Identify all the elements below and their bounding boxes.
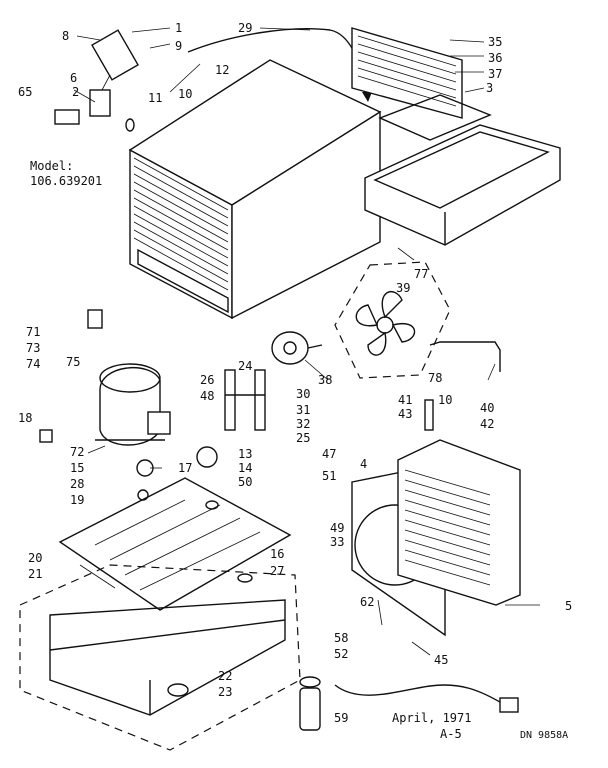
callout: 1: [175, 21, 183, 35]
callout: 40: [480, 401, 495, 415]
callout: 29: [238, 21, 253, 35]
model-number: 106.639201: [30, 174, 103, 188]
callout: 78: [428, 371, 443, 385]
callout: 5: [565, 599, 573, 613]
callout: 50: [238, 475, 253, 489]
callout: 6: [70, 71, 78, 85]
drawing-number: DN 9858A: [520, 730, 569, 741]
callout: 42: [480, 417, 495, 431]
callout: 52: [334, 647, 349, 661]
callout: 12: [215, 63, 230, 77]
callout: 65: [18, 85, 33, 99]
callout: 30: [296, 387, 311, 401]
callout: 38: [318, 373, 333, 387]
callout: 13: [238, 447, 253, 461]
callout: 47: [322, 447, 337, 461]
callout: 59: [334, 711, 349, 725]
callout: 17: [178, 461, 193, 475]
revision-date: April, 1971: [392, 711, 472, 725]
callout: 9: [175, 39, 183, 53]
callout: 4: [360, 457, 368, 471]
callout: 16: [270, 547, 285, 561]
callout: 3: [486, 81, 494, 95]
callout: 48: [200, 389, 215, 403]
callout: 18: [18, 411, 33, 425]
callout: 27: [270, 564, 285, 578]
callout: 35: [488, 35, 503, 49]
callout: 51: [322, 469, 337, 483]
callout: 19: [70, 493, 85, 507]
callout: 49: [330, 521, 345, 535]
model-label: Model:: [30, 159, 74, 173]
callout: 71: [26, 325, 41, 339]
callout: 41: [398, 393, 413, 407]
callout: 39: [396, 281, 411, 295]
callout: 73: [26, 341, 41, 355]
callout: 14: [238, 461, 253, 475]
callout: 72: [70, 445, 85, 459]
callout: 11: [148, 91, 163, 105]
callout: 62: [360, 595, 375, 609]
callout: 15: [70, 461, 85, 475]
callout: 36: [488, 51, 503, 65]
callout: 45: [434, 653, 449, 667]
callout: 8: [62, 29, 70, 43]
callout: 23: [218, 685, 233, 699]
callout: 20: [28, 551, 43, 565]
callout: 37: [488, 67, 503, 81]
cabinet-drawing: [128, 59, 382, 320]
callout: 24: [238, 359, 253, 373]
callout: 32: [296, 417, 311, 431]
callout: 10: [438, 393, 453, 407]
callout: 26: [200, 373, 215, 387]
callout: 10: [178, 87, 193, 101]
callout: 77: [414, 267, 429, 281]
callout: 33: [330, 535, 345, 549]
callout: 21: [28, 567, 43, 581]
callout: 75: [66, 355, 81, 369]
callout: 58: [334, 631, 349, 645]
callout: 28: [70, 477, 85, 491]
callout: 25: [296, 431, 311, 445]
evaporator-drawing: [351, 27, 561, 246]
callout: 2: [72, 85, 80, 99]
callout: 31: [296, 403, 311, 417]
callout: 22: [218, 669, 233, 683]
callout: 43: [398, 407, 413, 421]
callout: 74: [26, 357, 41, 371]
page-code: A-5: [440, 727, 462, 741]
